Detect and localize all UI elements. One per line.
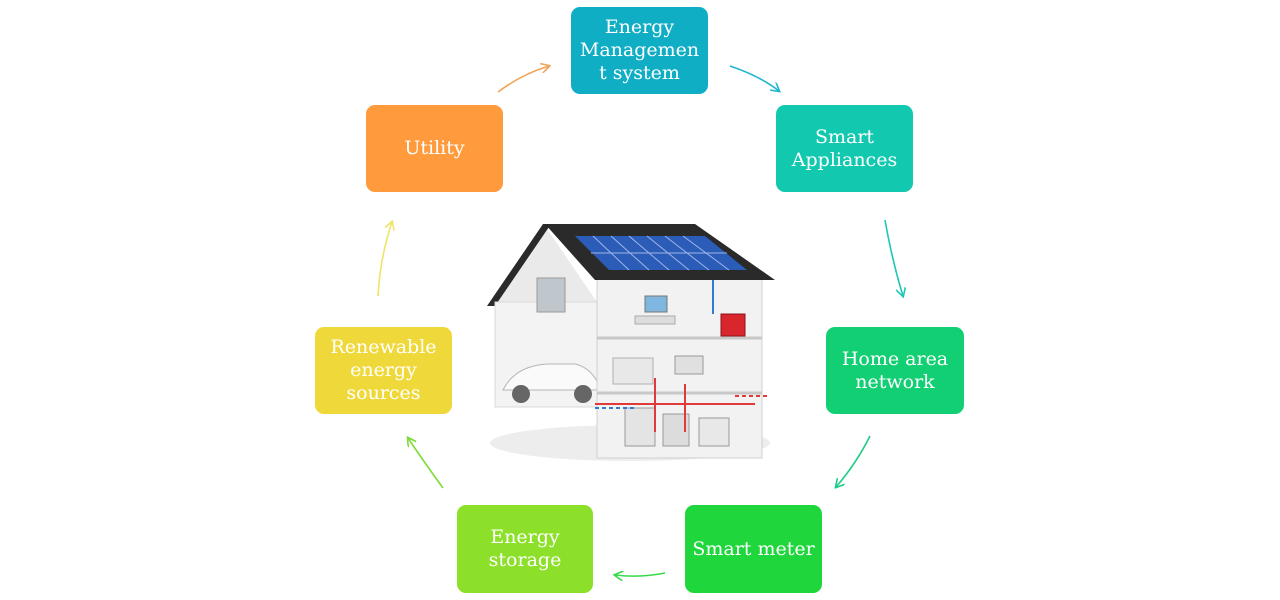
arrow-han-to-meter bbox=[836, 435, 871, 487]
node-home-area-network: Home area network bbox=[826, 327, 964, 414]
node-smart-appliances: Smart Appliances bbox=[776, 105, 913, 192]
arrow-utility-to-ems bbox=[497, 66, 549, 93]
solar-panels bbox=[575, 235, 747, 271]
node-energy-management-system: Energy Managemen t system bbox=[571, 7, 708, 94]
arrow-renewable-to-utility bbox=[377, 222, 392, 297]
smart-home-illustration bbox=[487, 224, 775, 461]
node-utility: Utility bbox=[366, 105, 503, 192]
arrow-storage-to-renewable bbox=[408, 438, 444, 489]
arrow-meter-to-storage bbox=[615, 573, 666, 576]
arrow-appliances-to-han bbox=[884, 219, 903, 296]
node-smart-meter: Smart meter bbox=[685, 505, 822, 593]
node-renewable-energy-sources: Renewable energy sources bbox=[315, 327, 452, 414]
arrow-ems-to-appliances bbox=[729, 65, 779, 91]
node-energy-storage: Energy storage bbox=[457, 505, 593, 593]
